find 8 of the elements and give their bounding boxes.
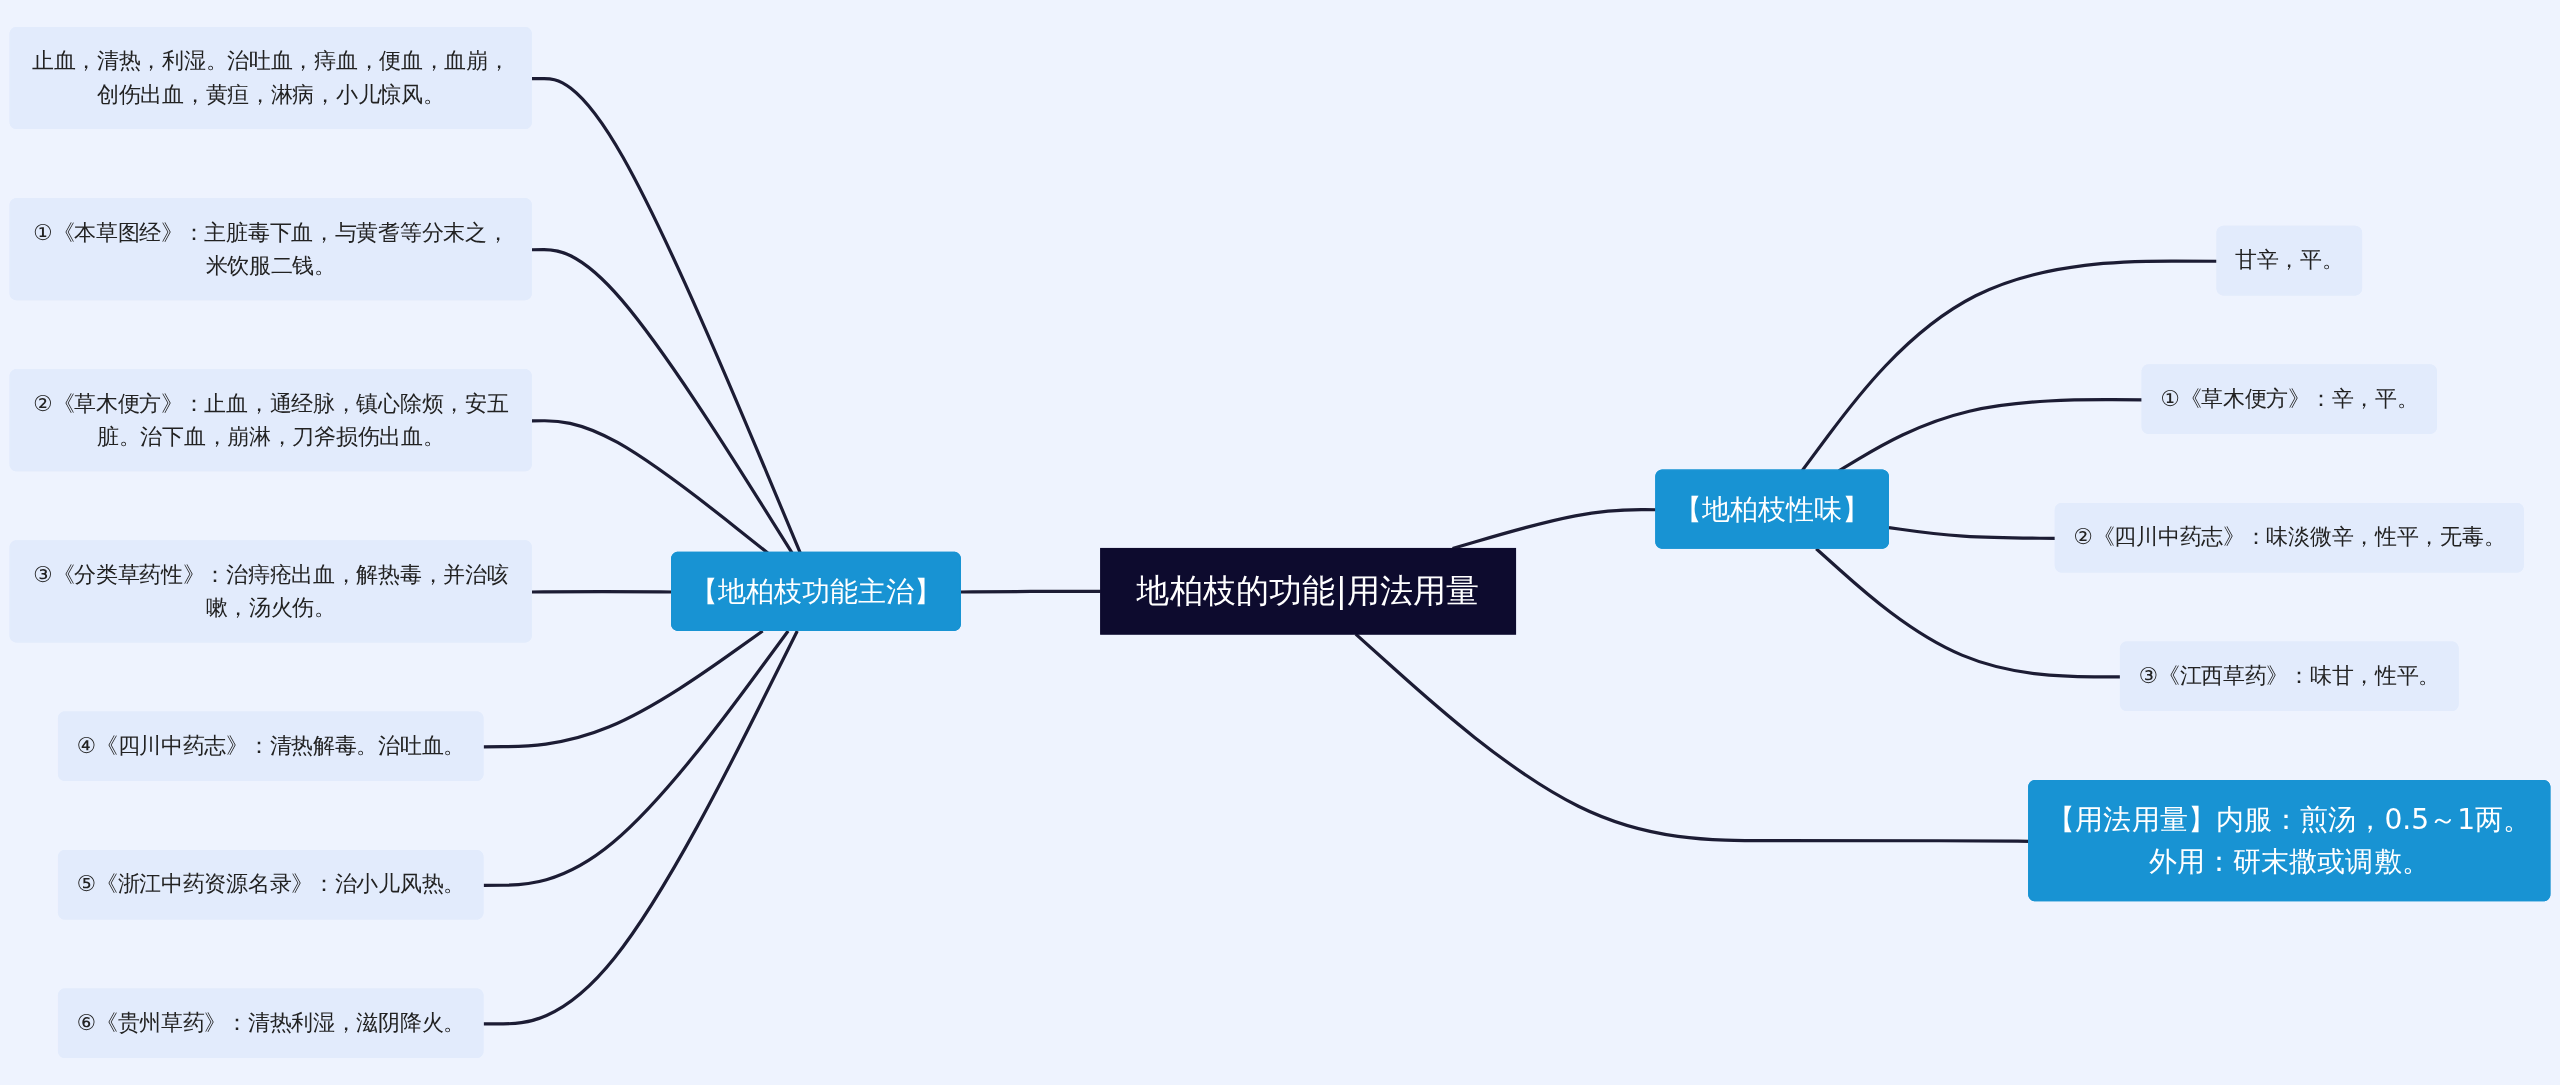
- connector: [531, 76, 802, 554]
- connector: [483, 629, 764, 749]
- connector: [483, 630, 799, 1026]
- connector: [1800, 259, 2218, 472]
- node-box: 地柏枝的功能|用法用量: [1100, 547, 1517, 635]
- connector: [960, 589, 1101, 594]
- connector: [531, 248, 794, 554]
- connector: [483, 630, 790, 887]
